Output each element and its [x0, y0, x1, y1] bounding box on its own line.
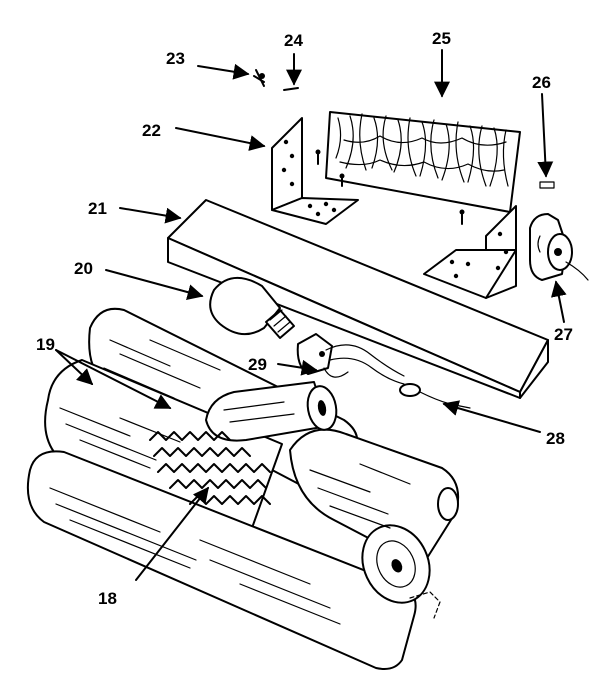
callout-27: 27 [554, 325, 573, 344]
callout-24: 24 [284, 31, 303, 50]
callout-20: 20 [74, 259, 93, 278]
left-bracket [271, 117, 359, 225]
flame-strokes [335, 113, 509, 187]
arrow-27 [550, 280, 567, 323]
part-24-pin [283, 87, 299, 91]
flame-sheet [325, 111, 521, 213]
support-bar [167, 199, 549, 399]
arrow-19-a [55, 349, 94, 386]
light-bulb [209, 277, 295, 339]
callout-23: 23 [166, 49, 185, 68]
callout-26: 26 [532, 73, 551, 92]
callout-29: 29 [248, 355, 267, 374]
callout-25: 25 [432, 29, 451, 48]
arrow-23 [197, 63, 250, 80]
callout-28: 28 [546, 429, 565, 448]
arrow-26 [537, 93, 554, 178]
leader-arrows [55, 49, 567, 581]
callout-18: 18 [98, 589, 117, 608]
part-23-screw [253, 69, 265, 87]
arrow-22 [175, 127, 266, 151]
callout-21: 21 [88, 199, 107, 218]
left-bracket-vertical [271, 117, 303, 211]
callout-22: 22 [142, 121, 161, 140]
part-26-clip [539, 181, 555, 189]
arrow-21 [119, 207, 182, 224]
screws [315, 149, 465, 225]
arrow-29 [277, 359, 318, 376]
arrow-28 [442, 400, 541, 433]
arrow-18 [135, 486, 209, 581]
right-bracket-base [423, 249, 517, 299]
right-log [289, 428, 460, 567]
small-log-end [437, 487, 459, 521]
right-bracket [423, 205, 517, 299]
arrow-20 [105, 269, 204, 300]
left-bracket-base [271, 197, 359, 225]
callout-19: 19 [36, 335, 55, 354]
bulb-glass [209, 277, 281, 335]
support-bar-end [519, 339, 549, 399]
bark-texture [49, 339, 411, 625]
socket [296, 333, 349, 378]
left-log [44, 359, 283, 529]
cord-switch [399, 383, 421, 397]
bottom-log [26, 450, 417, 670]
motor [529, 213, 589, 281]
arrow-19-b [55, 349, 172, 409]
log-set [26, 307, 460, 670]
